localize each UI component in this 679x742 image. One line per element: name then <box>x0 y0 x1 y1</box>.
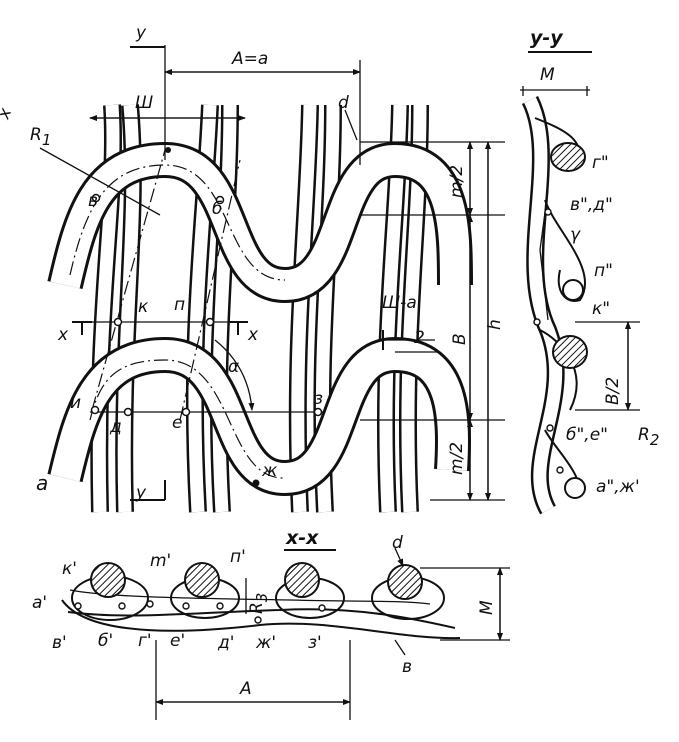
label-B: B <box>450 333 470 345</box>
section-label-z: з' <box>308 633 322 653</box>
label-b: б <box>212 199 222 219</box>
label-Sh-minus-a: Ш-a <box>382 293 417 313</box>
label-d-small: д <box>109 417 122 437</box>
dimension-lines <box>39 45 505 501</box>
section-label-zh: ж' <box>255 633 276 653</box>
side-view-title: y-y <box>530 27 564 49</box>
section-view-title: x-x <box>285 527 319 549</box>
margin-mark: х <box>0 105 16 123</box>
section-label-e: е' <box>170 631 185 651</box>
side-label-gamma: γ <box>570 225 581 245</box>
label-n: п <box>174 295 185 315</box>
label-z: з <box>314 389 323 409</box>
label-R1: R1 <box>30 125 51 149</box>
label-Sh: Ш <box>135 93 153 113</box>
label-h: h <box>485 319 505 330</box>
label-v: в <box>88 191 98 211</box>
label-d-top: d <box>338 93 349 113</box>
warp-threads <box>90 104 429 513</box>
section-yarn-3 <box>284 562 320 598</box>
side-label-v-d: в",д" <box>570 195 613 215</box>
label-y-bottom: y <box>135 483 147 503</box>
section-label-n: п' <box>230 547 246 567</box>
loop-row-upper <box>47 141 473 304</box>
label-alpha: α <box>228 357 239 377</box>
section-label-g: г' <box>138 631 152 651</box>
section-yarn-4 <box>387 564 423 600</box>
section-label-R3: R3 <box>247 593 271 614</box>
label-y-top: y <box>135 23 147 43</box>
main-view: y A=a Ш R1 d m/2 B h m/2 Ш-a 2 α в б к п… <box>0 23 505 513</box>
side-label-B-half: B/2 <box>603 377 623 405</box>
label-k: к <box>138 297 149 317</box>
label-a-left: a <box>36 471 48 495</box>
section-label-k: к' <box>62 559 77 579</box>
section-label-v: в' <box>52 633 67 653</box>
side-label-M: M <box>540 65 555 85</box>
label-zh: ж <box>261 461 278 481</box>
label-m2-bottom: m/2 <box>447 442 467 475</box>
section-label-b: б' <box>98 631 113 651</box>
label-A-eq-a: A=a <box>231 49 268 69</box>
section-yarn-2 <box>184 562 220 598</box>
label-m2-top: m/2 <box>447 165 467 198</box>
label-e: е <box>172 413 182 433</box>
label-x-left: x <box>57 325 69 345</box>
side-yarn-mid <box>552 335 588 369</box>
section-yarn-1 <box>90 562 126 598</box>
side-label-k: к" <box>592 299 610 319</box>
side-label-n: п" <box>594 261 613 281</box>
side-label-g: г" <box>592 153 609 173</box>
axis-diagonal-left <box>91 149 166 411</box>
side-label-R2: R2 <box>638 425 659 449</box>
section-label-d: d <box>392 533 403 553</box>
label-x-right: x <box>247 325 259 345</box>
reference-points <box>90 147 323 487</box>
section-label-A: A <box>239 679 252 699</box>
label-i: и <box>70 393 81 413</box>
section-label-a: a' <box>32 593 47 613</box>
loop-axis-lower <box>89 359 286 479</box>
axis-diagonal-right <box>179 159 241 421</box>
section-label-M: M <box>477 600 497 615</box>
section-label-t: m' <box>150 551 171 571</box>
side-view: y-y M г" в",д" γ п" к" B/2 б <box>520 27 659 515</box>
side-label-a-zh: a",ж' <box>596 477 640 497</box>
side-label-b-e: б",е" <box>566 425 608 445</box>
loop-row-lower <box>47 336 471 497</box>
section-label-v-right: в <box>402 657 412 677</box>
section-label-d-small: д' <box>217 633 234 653</box>
label-two: 2 <box>414 328 425 348</box>
section-view: x-x d к' <box>32 527 510 720</box>
side-yarn-g <box>550 142 586 172</box>
section-base-curve <box>61 599 461 640</box>
loop-axis-upper <box>69 164 286 281</box>
